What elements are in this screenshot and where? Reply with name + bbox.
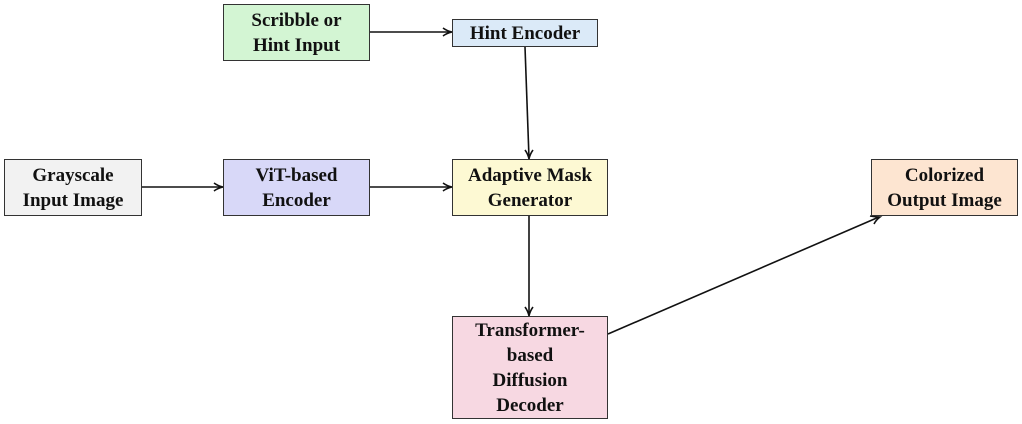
grayscale-input-node: Grayscale Input Image [4, 159, 142, 216]
edge-diffusion-to-output [607, 216, 880, 335]
vit-encoder-node: ViT-based Encoder [223, 159, 370, 216]
arrowhead [524, 306, 534, 317]
colorized-output-label: Colorized Output Image [887, 164, 1002, 211]
arrowhead [442, 27, 453, 37]
arrowhead [869, 215, 883, 225]
vit-encoder-label: ViT-based Encoder [255, 164, 338, 211]
grayscale-input-label: Grayscale Input Image [22, 164, 124, 211]
diffusion-decoder-node: Transformer- based Diffusion Decoder [452, 316, 608, 419]
scribble-input-node: Scribble or Hint Input [223, 4, 370, 61]
hint-encoder-label: Hint Encoder [469, 22, 581, 44]
colorized-output-node: Colorized Output Image [871, 159, 1018, 216]
scribble-input-label: Scribble or Hint Input [251, 9, 342, 56]
adaptive-mask-generator-node: Adaptive Mask Generator [452, 159, 608, 216]
arrowhead [213, 182, 224, 192]
diffusion-decoder-label: Transformer- based Diffusion Decoder [475, 319, 585, 416]
adaptive-mask-generator-label: Adaptive Mask Generator [467, 164, 593, 211]
edge-hint-encoder-to-mask [524, 46, 530, 159]
hint-encoder-node: Hint Encoder [452, 19, 598, 47]
arrowhead [442, 182, 453, 192]
arrowhead [524, 149, 534, 160]
